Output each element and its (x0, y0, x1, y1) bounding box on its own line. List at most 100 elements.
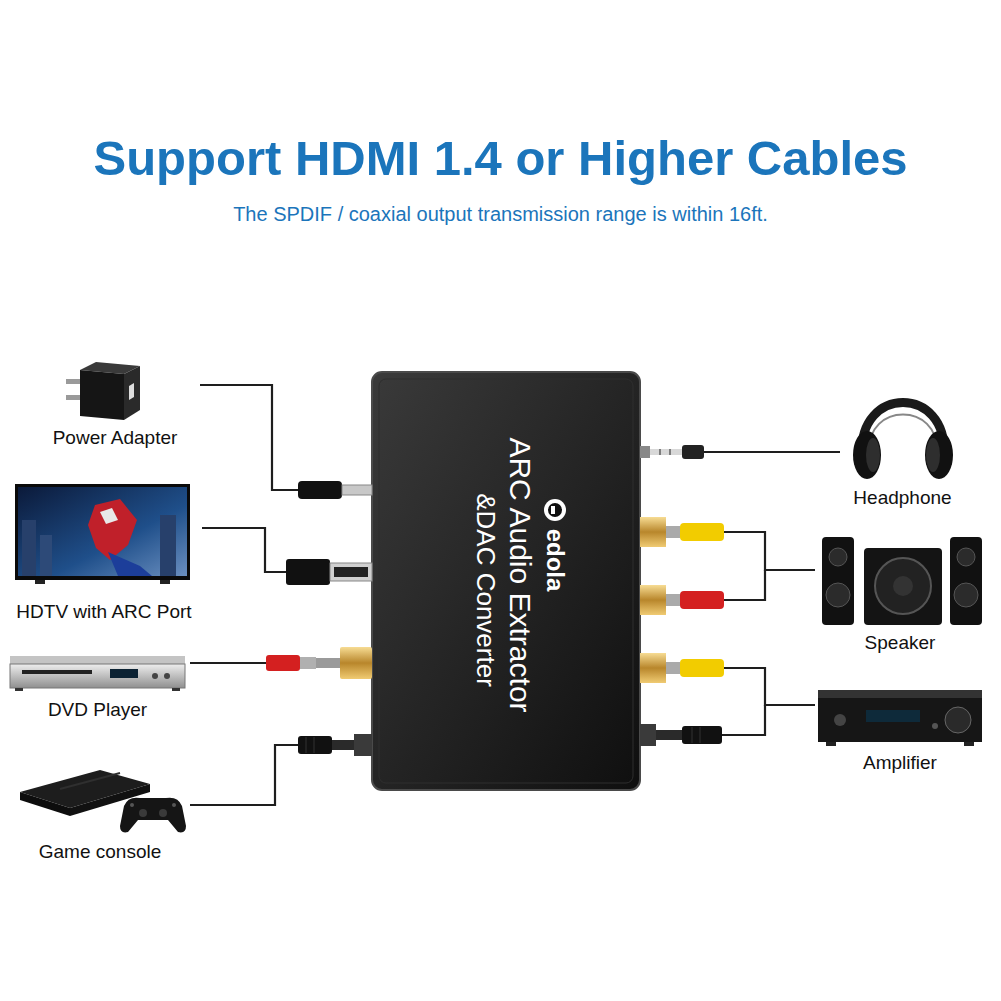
output-plugs (640, 445, 724, 746)
extractor-body (544, 499, 566, 521)
input-plugs (298, 481, 342, 499)
amplifier-icon (945, 707, 971, 733)
input-plugs (286, 559, 330, 585)
extractor-body (372, 372, 640, 790)
amplifier-icon (932, 723, 938, 729)
dvd-player-icon (10, 656, 185, 664)
output-plugs (680, 659, 724, 677)
output-device: Headphone (840, 385, 965, 512)
input-plugs (340, 647, 372, 679)
game-console-icon (60, 773, 120, 789)
output-plugs (666, 662, 680, 674)
output-plugs (640, 446, 650, 458)
input-plugs (354, 734, 372, 756)
title: Support HDMI 1.4 or Higher Cables (0, 130, 1001, 186)
amplifier-icon (834, 714, 846, 726)
headphone-icon (926, 438, 940, 472)
amplifier-icon (818, 690, 982, 746)
power-adapter-icon (66, 395, 82, 400)
game-console-icon (172, 803, 176, 807)
tv-icon (108, 552, 152, 576)
tv-icon (100, 508, 118, 524)
input-plugs (300, 657, 316, 669)
tv-icon (160, 580, 170, 584)
input-plugs (330, 563, 372, 581)
input-plugs (334, 567, 368, 577)
game-console-icon (20, 792, 70, 816)
device-name: Game console (39, 841, 162, 863)
source-device: Game console (10, 762, 190, 866)
speaker-icon (950, 537, 982, 625)
amplifier-icon (826, 742, 836, 746)
source-device: HDTV with ARC Port (6, 480, 202, 626)
power-adapter-icon (80, 370, 124, 420)
output-device: Speaker (815, 530, 985, 657)
device-label: edola (541, 529, 569, 592)
headphone-icon (853, 431, 881, 479)
cable (200, 385, 372, 490)
device-name: Power Adapter (53, 427, 178, 449)
input-plugs (332, 740, 354, 750)
device-name: Amplifier (863, 752, 937, 774)
input-plugs (266, 655, 300, 671)
subtitle: The SPDIF / coaxial output transmission … (0, 203, 1001, 226)
power-adapter-icon (129, 383, 134, 400)
extractor-body (551, 506, 555, 514)
output-plugs (640, 724, 656, 746)
dvd-player-icon (164, 673, 170, 679)
tv-icon (15, 484, 190, 584)
output-plugs (682, 726, 722, 744)
amplifier-icon (818, 690, 982, 698)
dvd-player-icon (10, 656, 185, 691)
speaker-icon (829, 548, 847, 566)
speaker-icon (893, 576, 913, 596)
tv-icon (160, 515, 176, 576)
extractor-box: edolaARC Audio Extractor&DAC Converter (372, 372, 640, 790)
game-console-icon (20, 770, 186, 832)
power-adapter-icon (66, 362, 140, 420)
output-plugs (682, 445, 704, 459)
output-plugs (700, 727, 701, 743)
device-name: DVD Player (48, 699, 147, 721)
tv-icon (22, 520, 36, 576)
output-plugs (666, 594, 680, 606)
headphone-icon (853, 403, 953, 480)
speaker-icon (822, 537, 854, 625)
device-name: Headphone (853, 487, 951, 509)
dvd-player-icon (15, 688, 23, 691)
output-plugs (670, 449, 671, 455)
speaker-icon (864, 548, 942, 625)
input-plugs (306, 737, 307, 753)
speaker-icon (822, 537, 982, 625)
input-plugs (314, 737, 315, 753)
headphone-icon (925, 431, 953, 479)
tv-icon (40, 535, 52, 576)
amplifier-icon (818, 698, 982, 742)
power-adapter-icon (66, 379, 82, 384)
tv-icon (88, 499, 137, 560)
dvd-player-icon (152, 673, 158, 679)
headphone-icon (866, 438, 880, 472)
device-name: HDTV with ARC Port (16, 601, 191, 623)
output-device: Amplifier (815, 683, 985, 777)
speaker-icon (826, 583, 850, 607)
output-plugs (640, 517, 666, 547)
output-plugs (640, 585, 666, 615)
input-plugs (266, 481, 372, 756)
extractor-body (379, 379, 633, 783)
game-console-icon (120, 798, 186, 833)
game-console-icon (139, 809, 147, 817)
dvd-player-icon (110, 669, 138, 678)
amplifier-icon (964, 742, 974, 746)
input-plugs (342, 485, 372, 495)
source-device: Power Adapter (30, 355, 200, 452)
dvd-player-icon (10, 664, 185, 688)
output-plugs (666, 526, 680, 538)
output-plugs (656, 730, 682, 740)
dvd-player-icon (22, 670, 92, 674)
input-plugs (298, 736, 332, 754)
cable-branch (640, 570, 765, 735)
game-console-icon (159, 809, 167, 817)
speaker-icon (954, 583, 978, 607)
